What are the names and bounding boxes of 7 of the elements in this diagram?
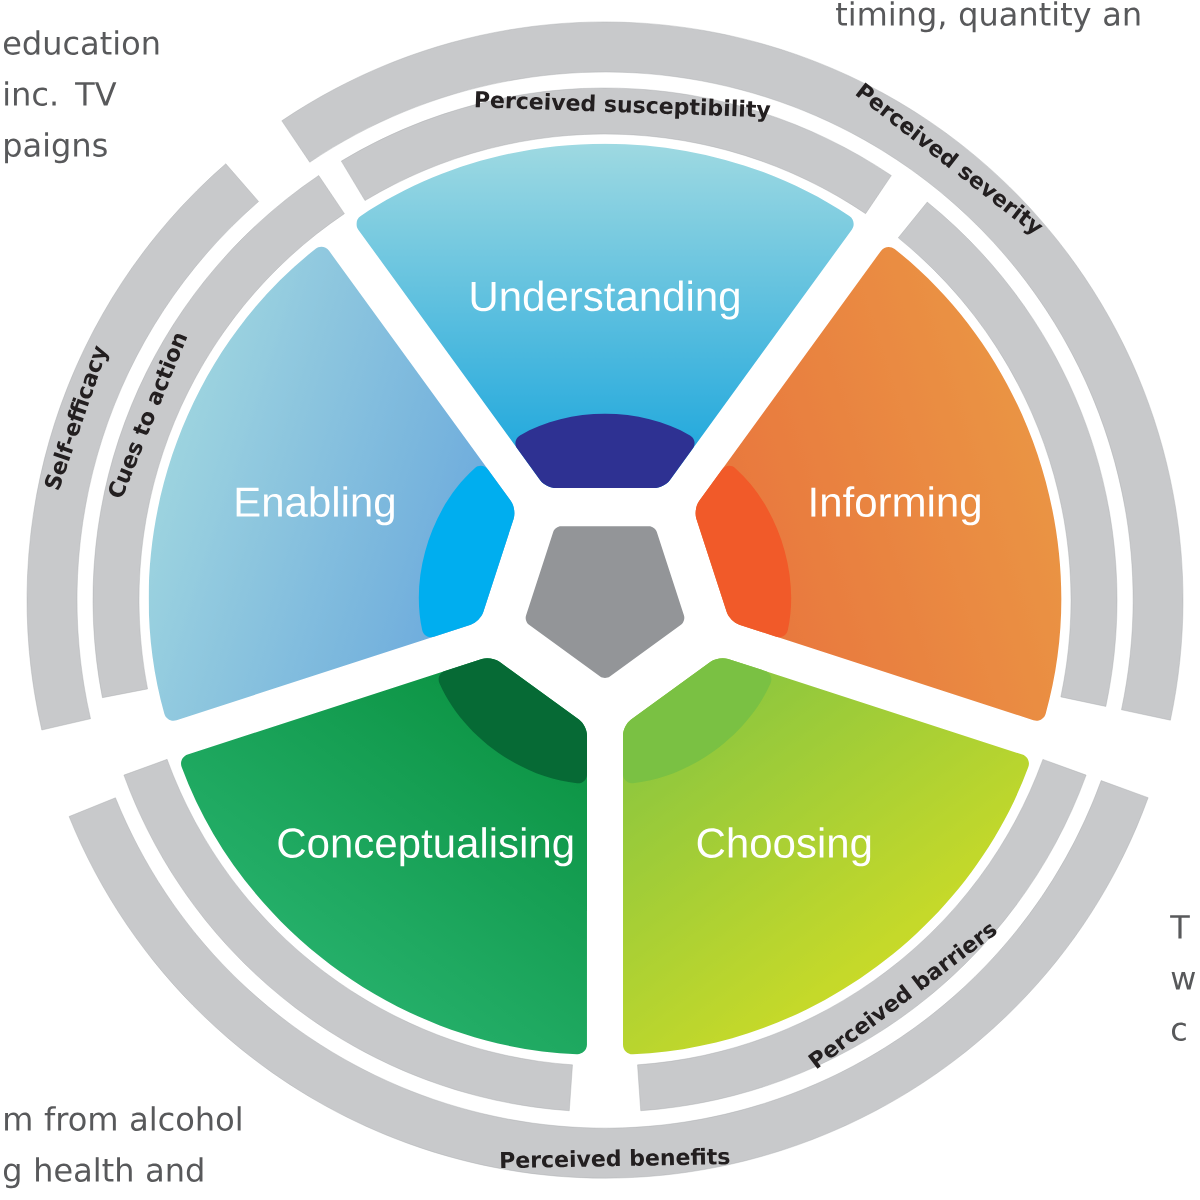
node-label: Conceptualising [278,827,573,867]
node-label: Informing [811,486,980,526]
side-note: education inc. TV paigns [3,30,159,164]
node-label: Choosing [697,827,871,867]
center-pentagon [525,526,685,678]
side-note: T w c [1170,915,1196,1041]
node-label: Understanding [471,280,739,320]
